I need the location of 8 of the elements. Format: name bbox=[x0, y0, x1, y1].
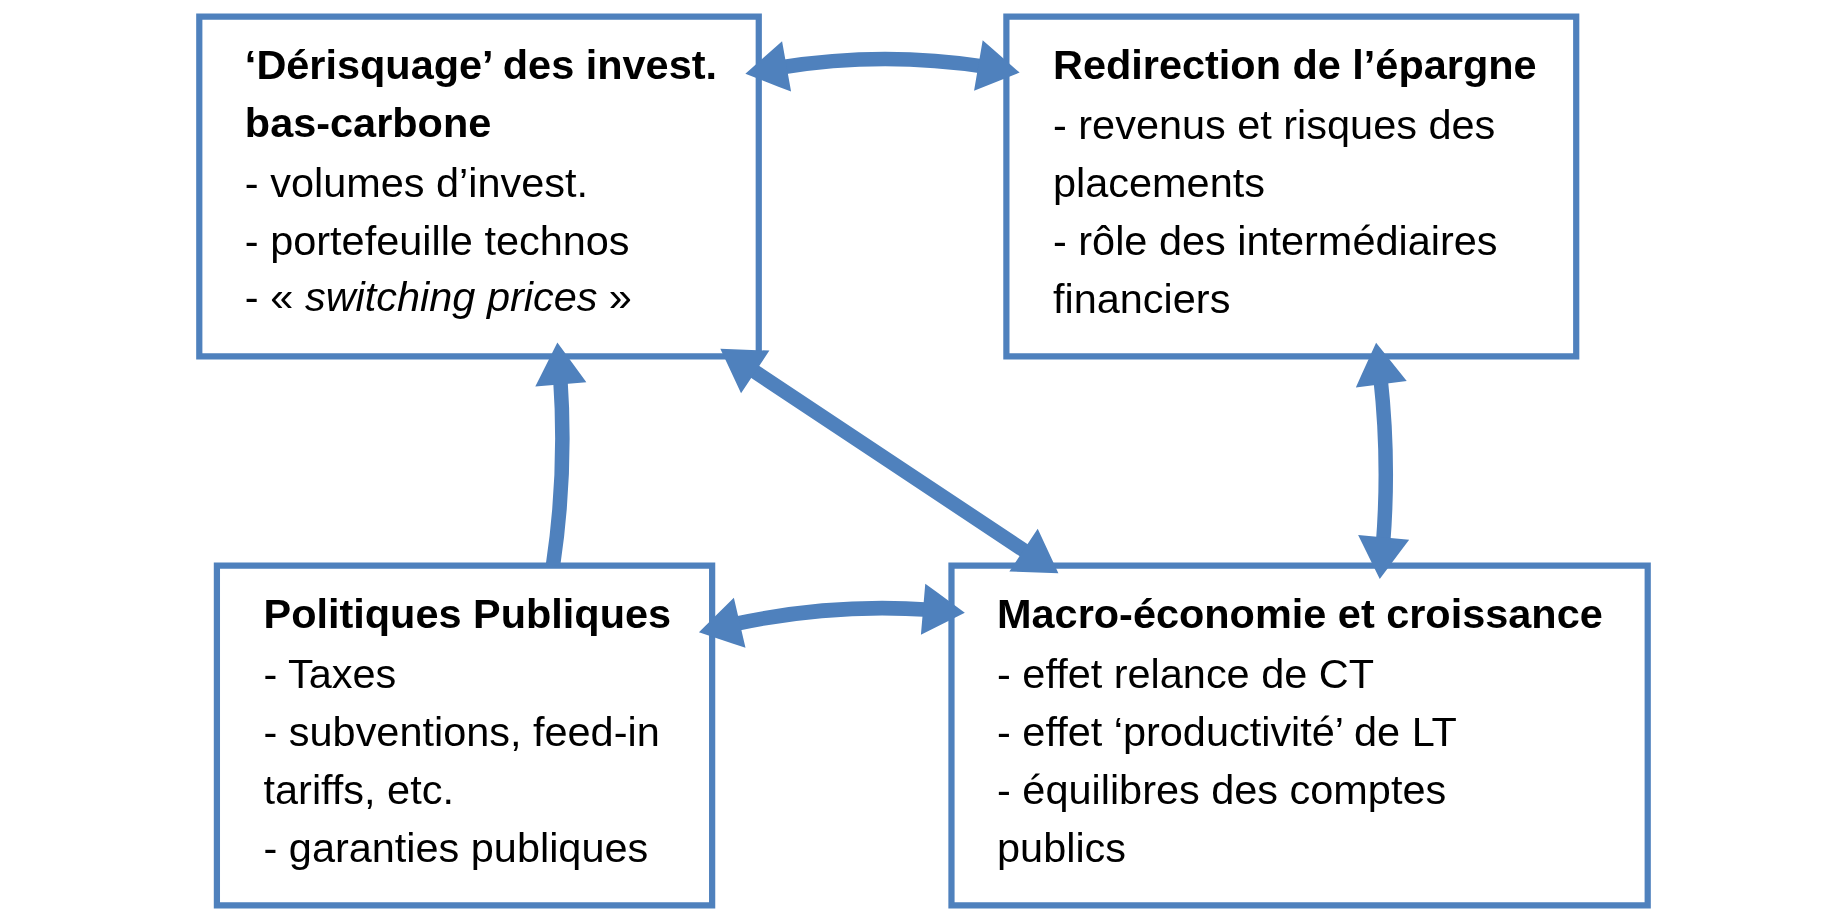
node-box: Macro-économie et croissance - effet relance de CT - effet ‘productivité’ de LT - équilibres des comptes publics bbox=[948, 562, 1651, 909]
arrow bbox=[720, 348, 1059, 574]
arrow bbox=[745, 40, 1020, 92]
node-box: Politiques Publiques - Taxes - subventions, feed-in tariffs, etc. - garanties publiques bbox=[213, 562, 716, 909]
node-box: Redirection de l’épargne - revenus et risques des placements - rôle des intermédiaires financiers bbox=[1003, 13, 1580, 360]
arrow bbox=[1355, 342, 1410, 579]
arrow bbox=[698, 583, 965, 648]
node-box: ‘Dérisquage’ des invest. bas-carbone - volumes d’invest. - portefeuille technos - « switching prices » bbox=[196, 13, 762, 360]
